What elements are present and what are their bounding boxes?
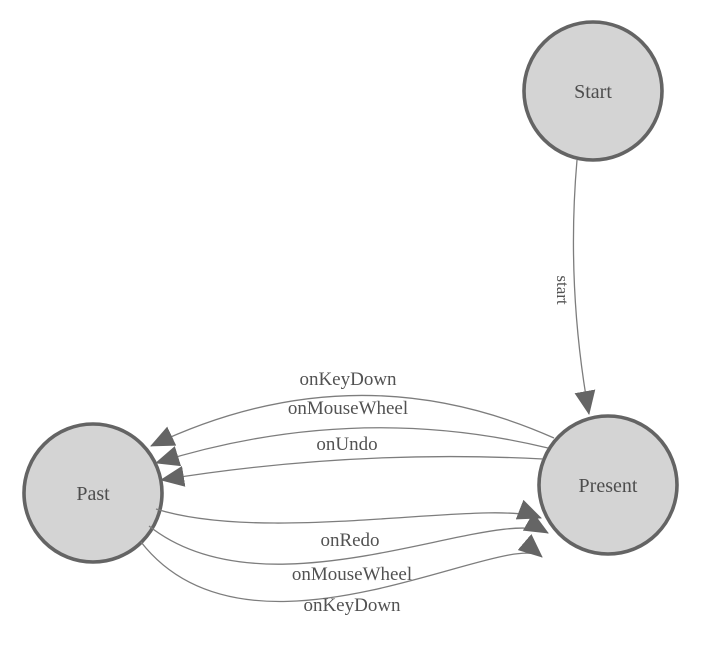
edge-label-onkeydown-bottom: onKeyDown	[303, 595, 401, 616]
node-label-start: Start	[574, 81, 612, 103]
edge-past-to-present-onkeydown	[140, 534, 543, 603]
edge-label-start: start	[553, 275, 572, 305]
edge-past-to-present-onmousewheel	[148, 512, 549, 565]
edge-present-to-past-onkeydown	[150, 394, 555, 447]
state-node-past[interactable]	[22, 422, 164, 564]
edge-present-to-past-onundo	[160, 455, 544, 487]
state-node-present[interactable]	[537, 414, 679, 556]
edge-label-onmousewheel-top: onMouseWheel	[288, 398, 408, 419]
node-label-present: Present	[579, 475, 638, 497]
state-node-start[interactable]	[522, 20, 664, 162]
edge-label-onkeydown-top: onKeyDown	[299, 369, 397, 390]
edge-label-onmousewheel-bottom: onMouseWheel	[292, 564, 412, 585]
edge-start-to-present	[572, 159, 596, 415]
edge-past-to-present-onredo	[155, 499, 542, 524]
edge-present-to-past-onmousewheel	[155, 427, 549, 467]
edge-label-onundo: onUndo	[316, 434, 377, 455]
node-label-past: Past	[76, 483, 110, 505]
edge-label-onredo: onRedo	[320, 530, 379, 551]
